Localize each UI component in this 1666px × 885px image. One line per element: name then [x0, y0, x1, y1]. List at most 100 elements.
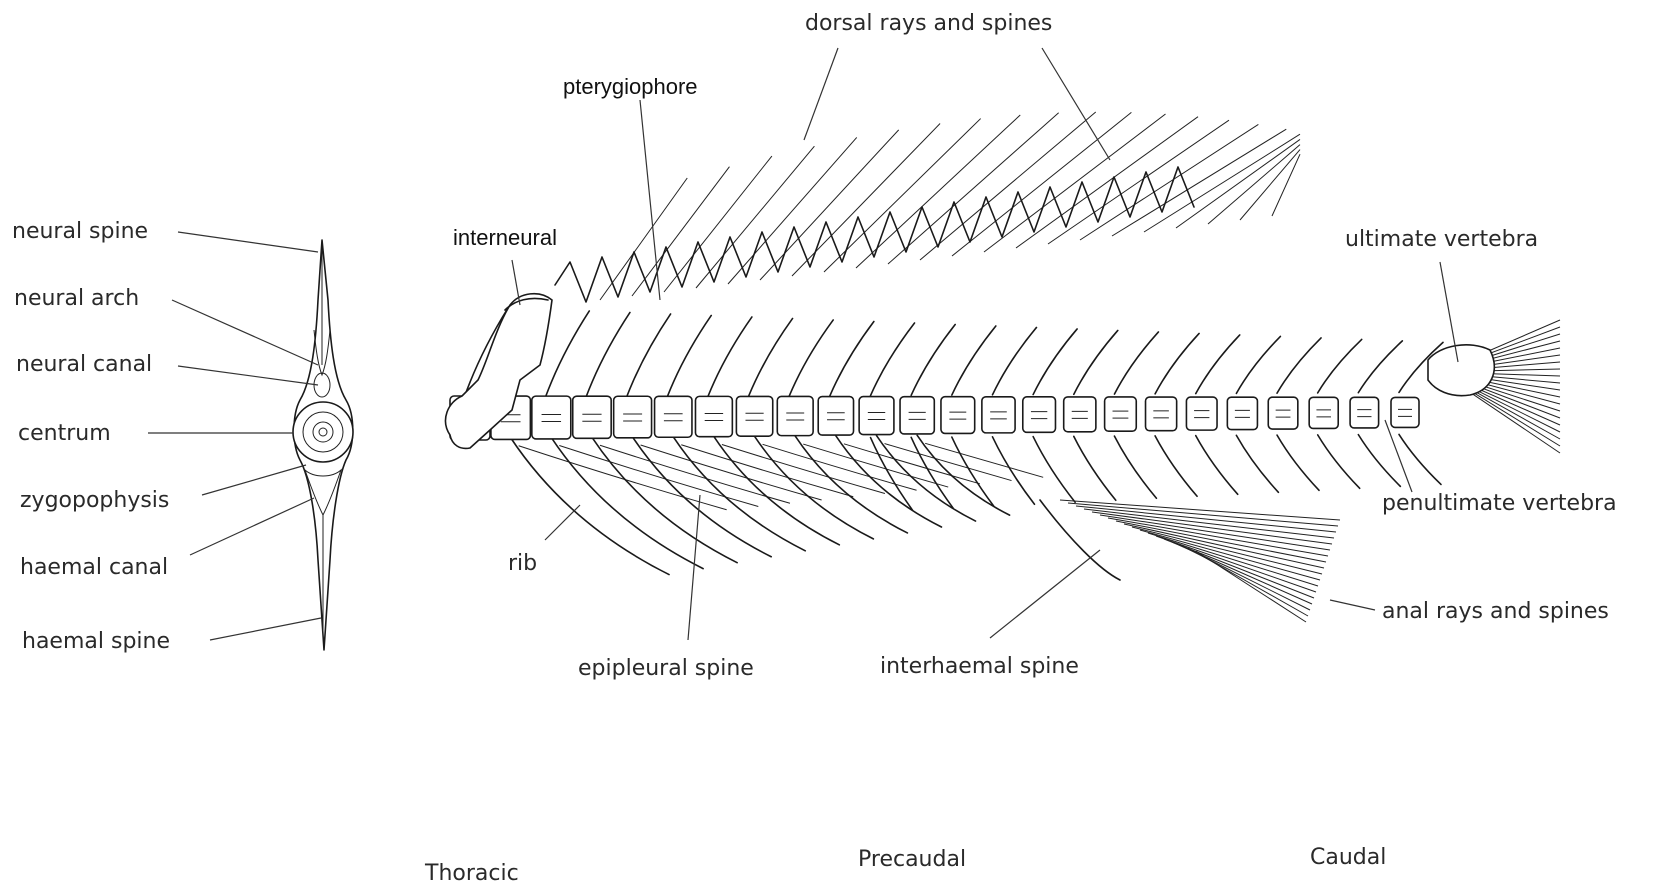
epipleural-spine: [722, 445, 885, 494]
haemal-spine: [1074, 436, 1116, 500]
label-caudal: Caudal: [1310, 845, 1386, 870]
neural-spine: [1236, 336, 1280, 393]
neural-spine: [545, 311, 589, 398]
label-rib: rib: [508, 551, 537, 576]
vertebra-centrum: [1186, 397, 1217, 430]
vertebra-centrum: [1105, 397, 1137, 431]
neural-spine: [1318, 339, 1362, 392]
vertebra-centrum: [1146, 397, 1177, 431]
vertebra-centrum: [1350, 397, 1379, 428]
neural-spine: [1114, 332, 1158, 394]
neural-spine: [1033, 329, 1077, 395]
neural-spine: [1074, 330, 1118, 394]
pterygiophores: [555, 167, 1194, 302]
label-epipleural-spine: epipleural spine: [578, 656, 754, 681]
ultimate-vertebra-plate: [1428, 345, 1494, 396]
vertebra-centrum: [614, 396, 652, 438]
vertebra-cross-section: [293, 240, 353, 650]
vertebra-centrum: [573, 396, 611, 438]
vertebra-centrum: [859, 397, 894, 435]
dorsal-ray: [1240, 150, 1300, 220]
centrum-shape: [293, 402, 353, 462]
haemal-spine: [952, 437, 994, 506]
label-interneural: interneural: [453, 225, 557, 250]
neural-spine: [749, 318, 793, 396]
neural-spine: [586, 312, 630, 397]
label-neural-arch: neural arch: [14, 286, 139, 311]
neural-spine: [667, 315, 711, 396]
epipleural-spine: [763, 444, 917, 490]
dorsal-ray: [728, 137, 857, 284]
dorsal-fin-rays: [600, 112, 1300, 300]
label-pterygiophore: pterygiophore: [563, 74, 698, 99]
leader-interhaemal: [990, 550, 1100, 638]
vertebra-centrum: [532, 396, 571, 439]
vertebra-centrum: [982, 397, 1015, 433]
anal-ray: [1188, 548, 1308, 616]
dorsal-ray: [760, 130, 899, 280]
label-interhaemal-spine: interhaemal spine: [880, 654, 1079, 679]
haemal-spine: [1155, 436, 1197, 496]
label-penultimate-vertebra: penultimate vertebra: [1382, 491, 1617, 516]
leader-rib: [545, 505, 580, 540]
dorsal-ray: [1176, 139, 1300, 228]
ribs: [511, 435, 1044, 574]
neural-spine: [1358, 341, 1402, 393]
neural-spine: [992, 327, 1036, 394]
label-dorsal-rays: dorsal rays and spines: [805, 11, 1052, 36]
fish-skeleton: [446, 112, 1560, 622]
haemal-spines: [871, 434, 1441, 510]
neural-spine: [911, 324, 955, 395]
haemal-spine: [1114, 436, 1156, 498]
vertebra-centrum: [695, 396, 732, 436]
vertebra-labels: neural spine neural arch neural canal ce…: [12, 219, 170, 654]
label-anal-rays: anal rays and spines: [1382, 599, 1609, 624]
label-neural-spine: neural spine: [12, 219, 148, 244]
rib: [755, 436, 874, 539]
dorsal-ray: [632, 167, 729, 296]
label-thoracic: Thoracic: [424, 861, 519, 885]
label-haemal-canal: haemal canal: [20, 555, 168, 580]
leader-anal-rays: [1330, 600, 1375, 610]
leader-neural-spine: [178, 232, 318, 252]
haemal-spine: [1196, 436, 1238, 495]
leader-dorsal-rays-2: [1042, 48, 1110, 160]
dorsal-ray: [824, 119, 981, 272]
neural-spine: [789, 320, 833, 396]
vertebra-centrum: [736, 396, 772, 436]
dorsal-ray: [920, 112, 1096, 260]
haemal-spine: [1358, 435, 1400, 487]
vertebra-centrum: [1064, 397, 1096, 432]
neural-spine: [871, 323, 915, 396]
haemal-spine: [911, 437, 953, 508]
leader-dorsal-rays-1: [804, 48, 838, 140]
skeleton-labels: dorsal rays and spines pterygiophore int…: [453, 11, 1617, 681]
epipleural-spine: [600, 445, 790, 503]
vertebra-centrum: [900, 397, 934, 434]
dorsal-ray: [1272, 154, 1300, 216]
dorsal-ray: [696, 146, 814, 288]
label-precaudal: Precaudal: [858, 847, 966, 872]
neural-spine: [708, 317, 752, 397]
anal-fin-rays: [1040, 500, 1340, 622]
neural-spine: [830, 321, 874, 395]
vertebra-centrum: [818, 397, 853, 436]
epipleural-spine: [559, 446, 758, 507]
leader-pterygiophore: [640, 100, 660, 300]
label-haemal-spine: haemal spine: [22, 629, 170, 654]
leader-penultimate-vertebra: [1385, 420, 1412, 492]
vertebra-centrum: [1023, 397, 1056, 432]
leader-zygopophysis: [202, 465, 306, 495]
region-labels: Thoracic Precaudal Caudal: [424, 845, 1386, 885]
haemal-spine: [1399, 434, 1441, 484]
neural-spine: [1155, 333, 1199, 393]
rib: [836, 436, 942, 527]
haemal-spine: [992, 437, 1034, 504]
neural-spine: [1196, 335, 1240, 394]
vertebra-centrum: [777, 396, 813, 435]
rib: [592, 437, 737, 562]
vertebra-centrum: [1309, 397, 1338, 428]
haemal-spine: [1277, 435, 1319, 490]
